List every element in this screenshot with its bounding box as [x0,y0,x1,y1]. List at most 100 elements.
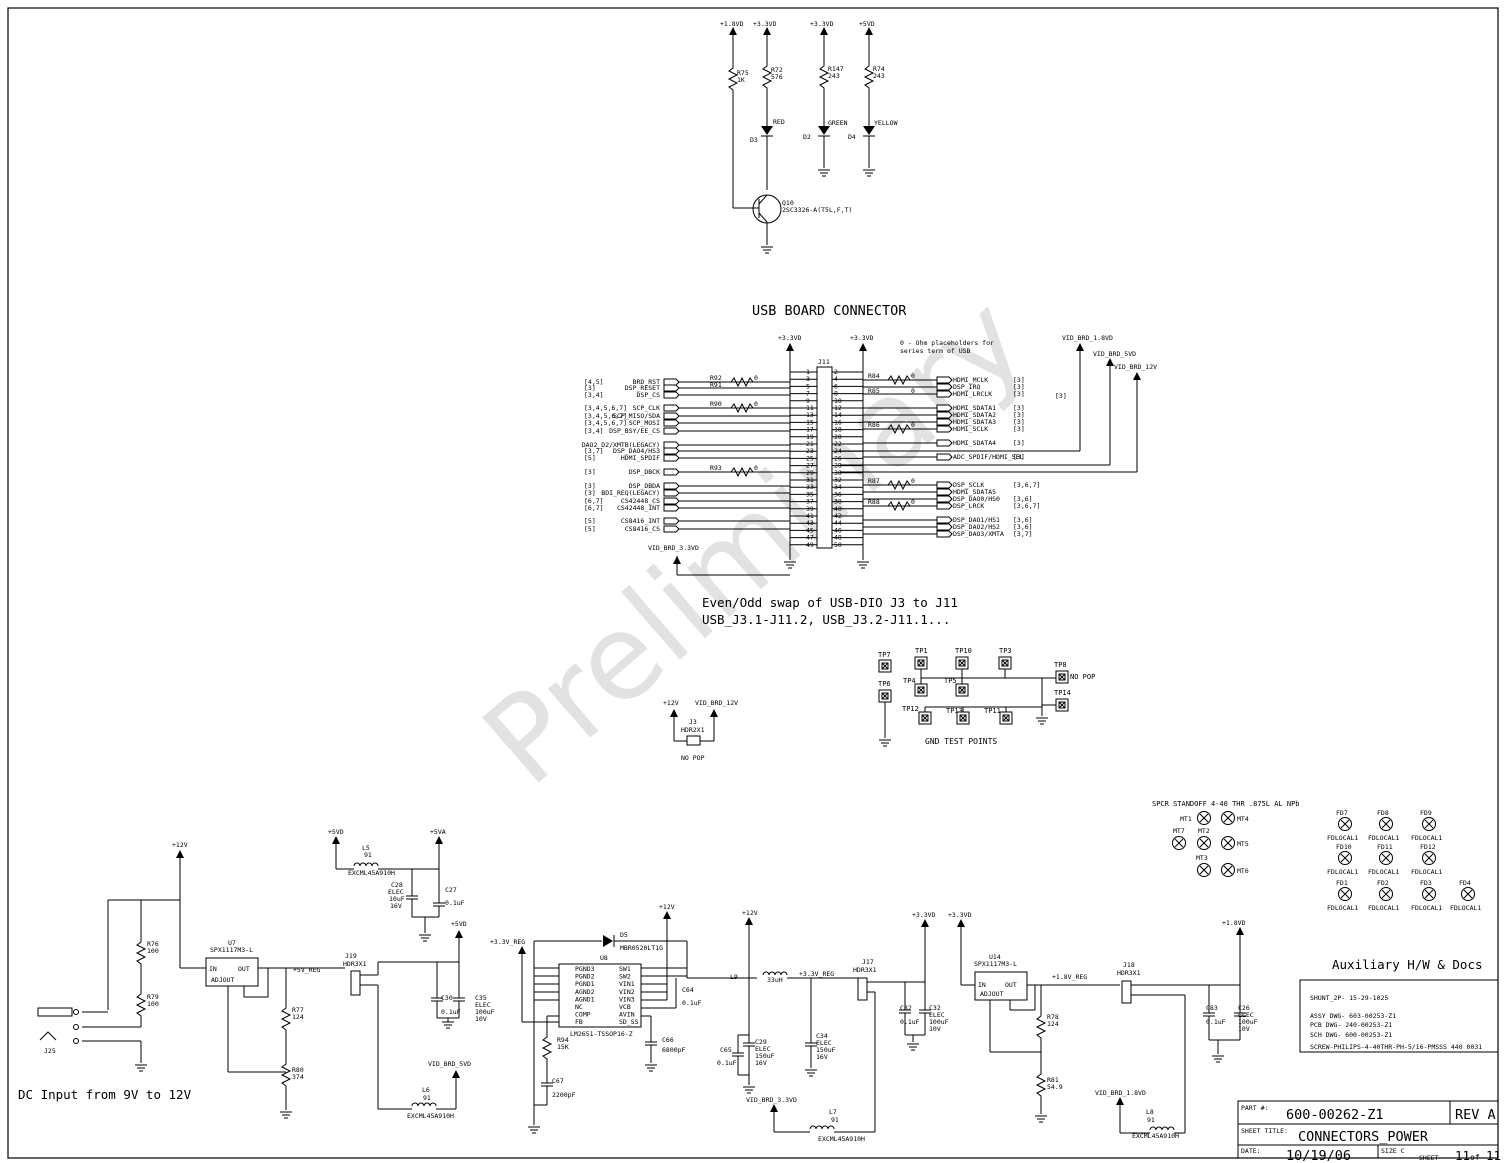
right-net-ref: [3] [1013,376,1025,384]
svg-text:HDR3X1: HDR3X1 [1117,969,1141,977]
svg-text:J17: J17 [862,958,874,966]
svg-text:R74: R74 [873,65,885,73]
svg-text:16V: 16V [755,1059,767,1067]
fiducial-value: FDLOCAL1 [1327,868,1358,876]
right-net-ref: [3,6] [1013,495,1033,503]
svg-text:R85: R85 [868,387,880,395]
svg-text:R81: R81 [1047,1076,1059,1084]
right-net-label: DSP_IRQ [953,383,980,391]
svg-text:VID_BRD_1.8VD: VID_BRD_1.8VD [1062,334,1113,342]
right-net-label: DSP_DAO2/HS2 [953,523,1000,531]
u8-pin-left: NC [575,1003,583,1011]
left-net-ref: [3,4] [584,391,604,399]
svg-text:R78: R78 [1047,1013,1059,1021]
svg-text:100uF: 100uF [475,1008,495,1016]
svg-text:R94: R94 [557,1036,569,1044]
left-net-ref: [3,4,5,6,7] [584,419,627,427]
sheet-title: CONNECTORS_POWER [1298,1129,1429,1145]
svg-text:VID_BRD_3.3VD: VID_BRD_3.3VD [648,544,699,552]
left-net-ref: [3,4,5,6,7] [584,412,627,420]
svg-text:C29: C29 [755,1038,767,1046]
svg-text:U14: U14 [989,953,1001,961]
fiducial-label: FD8 [1377,809,1389,817]
svg-text:0: 0 [754,400,758,408]
svg-text:HDR2X1: HDR2X1 [681,726,705,734]
u8-pin-left: PGND1 [575,980,595,988]
svg-text:2200pF: 2200pF [552,1091,576,1099]
svg-text:VID_BRD_3.3VD: VID_BRD_3.3VD [746,1096,797,1104]
right-net-label: HDMI_SDATA5 [953,488,996,496]
left-net-label: DAO2_D2/XMTB(LEGACY) [582,441,660,449]
right-net-label: DSP_LRCK [953,502,984,510]
fiducial-label: FD2 [1377,879,1389,887]
svg-text:C28: C28 [391,881,403,889]
svg-text:MT7: MT7 [1173,827,1185,835]
fiducial-value: FDLOCAL1 [1327,834,1358,842]
svg-text:L8: L8 [1146,1108,1154,1116]
svg-text:243: 243 [873,72,885,80]
dc-input-label: DC Input from 9V to 12V [18,1087,192,1102]
svg-text:Q10: Q10 [782,199,794,207]
svg-text:L9: L9 [730,973,738,981]
svg-text:RED: RED [773,118,785,126]
u8-pin-right: VIN2 [619,988,635,996]
fiducial-label: FD10 [1336,843,1352,851]
svg-text:PCB DWG- 240-00253-Z1: PCB DWG- 240-00253-Z1 [1310,1021,1392,1029]
svg-text:D4: D4 [848,133,856,141]
svg-text:ADJOUT: ADJOUT [211,976,235,984]
swap-note-line-1: Even/Odd swap of USB-DIO J3 to J11 [702,595,958,610]
left-net-ref: [3] [584,482,596,490]
svg-text:OUT: OUT [1005,981,1017,989]
revision: REV A [1455,1107,1496,1123]
right-net-label: DSP_SCLK [953,481,984,489]
u8-pin-right: VCB [619,1003,631,1011]
aux-title: Auxiliary H/W & Docs [1332,957,1483,972]
u8-pin-right: VIN1 [619,980,635,988]
svg-text:SPX1117M3-L: SPX1117M3-L [210,946,253,954]
svg-text:NO POP: NO POP [1070,673,1095,681]
left-net-ref: [3,4,5,6,7] [584,404,627,412]
svg-text:TP7: TP7 [878,651,891,659]
svg-text:100: 100 [147,947,159,955]
left-net-label: DSP_BSY/EE_CS [609,427,660,435]
svg-text:91: 91 [423,1094,431,1102]
fiducial-label: FD4 [1459,879,1471,887]
fiducial-mark [1422,851,1436,865]
fiducial-mark [1338,851,1352,865]
svg-text:91: 91 [831,1116,839,1124]
svg-text:124: 124 [1047,1020,1059,1028]
svg-text:33uH: 33uH [767,976,783,984]
right-net-label: HDMI_SDATA1 [953,404,996,412]
svg-text:ELEC: ELEC [475,1001,491,1009]
svg-text:TP1: TP1 [915,647,928,655]
svg-text:TP3: TP3 [999,647,1012,655]
svg-text:10V: 10V [1238,1025,1250,1033]
svg-text:MT4: MT4 [1237,815,1249,823]
svg-text:EXCML45A910H: EXCML45A910H [348,869,395,877]
svg-text:D5: D5 [620,931,628,939]
svg-text:J18: J18 [1123,961,1135,969]
svg-text:R75: R75 [737,69,749,77]
right-net-ref: [3] [1013,390,1025,398]
svg-text:0: 0 [911,477,915,485]
svg-text:0.1uF: 0.1uF [1206,1018,1226,1026]
svg-text:0: 0 [754,374,758,382]
left-net-ref: [3] [584,468,596,476]
svg-text:SCH DWG- 600-00253-Z1: SCH DWG- 600-00253-Z1 [1310,1031,1392,1039]
svg-text:C26: C26 [1238,1004,1250,1012]
svg-text:+12V: +12V [172,841,188,849]
fiducial-value: FDLOCAL1 [1450,904,1481,912]
svg-text:SHUNT_2P- 15-29-1025: SHUNT_2P- 15-29-1025 [1310,994,1388,1002]
svg-text:EXCML45A910H: EXCML45A910H [818,1135,865,1143]
fiducial-label: FD3 [1420,879,1432,887]
svg-text:R92: R92 [710,374,722,382]
fiducial-value: FDLOCAL1 [1368,868,1399,876]
left-net-label: HDMI_SPDIF [621,454,660,462]
svg-text:15K: 15K [557,1043,569,1051]
svg-text:124: 124 [292,1013,304,1021]
svg-text:2SC3326-A(T5L,F,T): 2SC3326-A(T5L,F,T) [782,206,852,214]
right-net-ref: [3] [1013,383,1025,391]
svg-text:HDR3X1: HDR3X1 [343,960,367,968]
